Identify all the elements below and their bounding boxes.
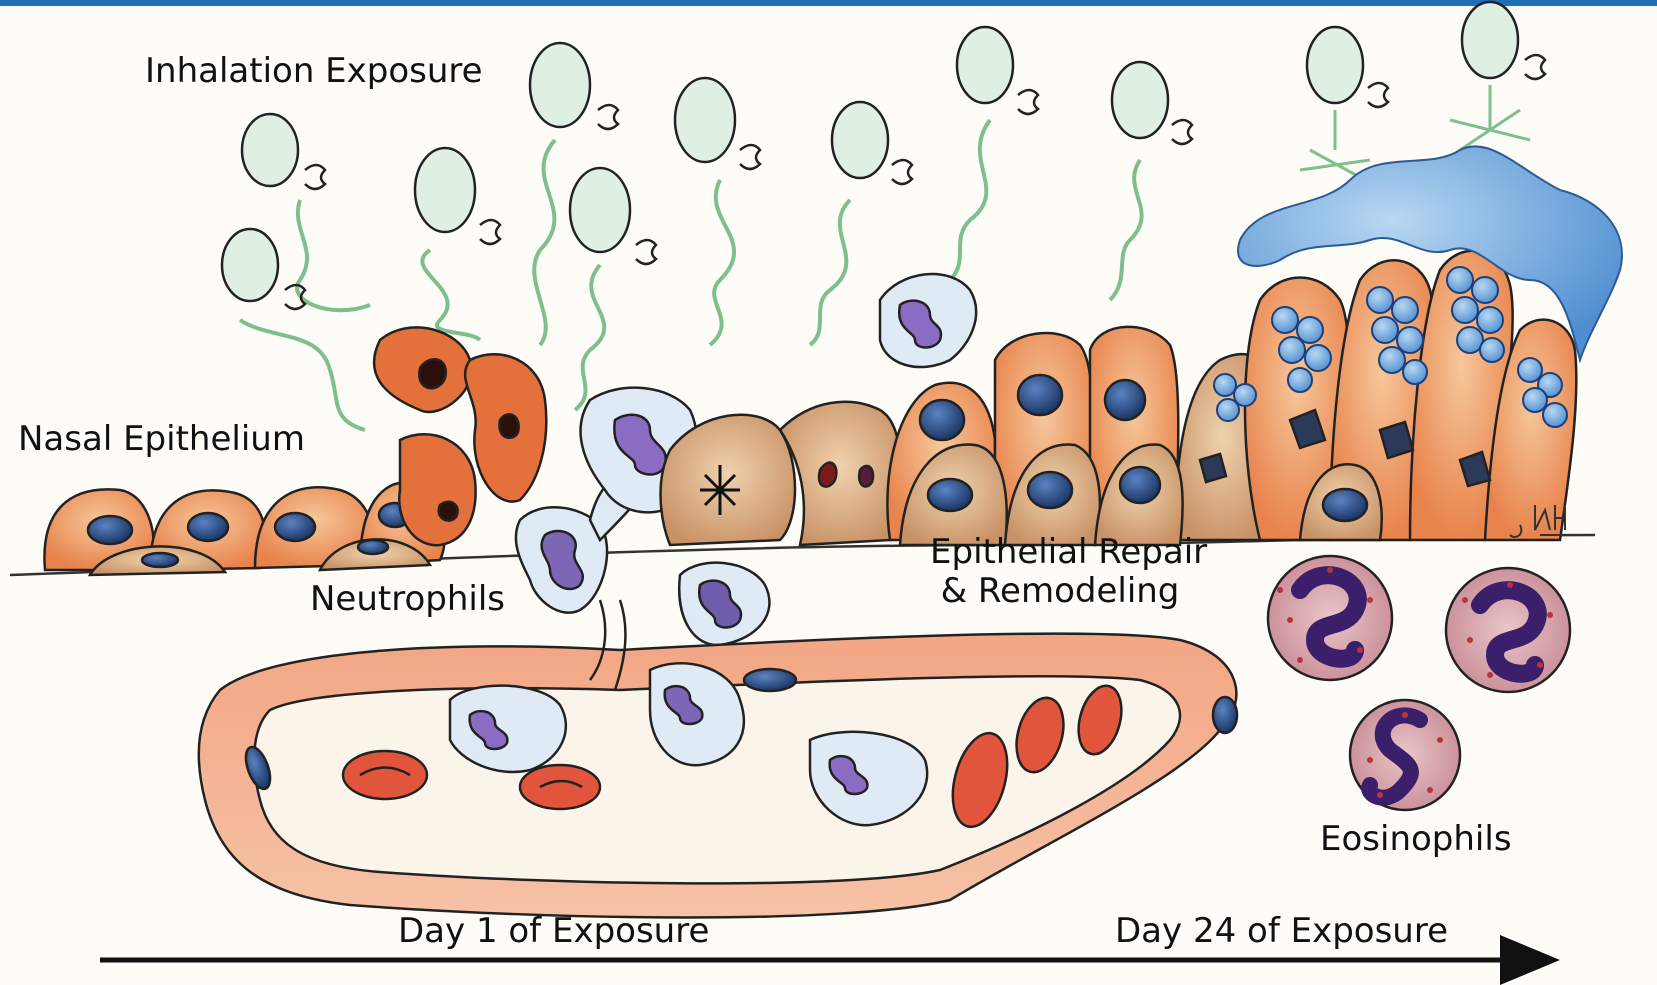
ozone-molecule-11	[1450, 2, 1530, 150]
label-day-24: Day 24 of Exposure	[1115, 912, 1448, 951]
label-day-1: Day 1 of Exposure	[398, 912, 709, 951]
goblet-cells	[1200, 251, 1576, 540]
epithelium-layer	[10, 146, 1622, 645]
ozone-molecule-5	[570, 168, 630, 410]
eosinophils	[1268, 556, 1570, 810]
ozone-molecule-6	[675, 78, 735, 345]
ozone-molecule-10	[1300, 27, 1370, 180]
left-epithelial-cells	[44, 482, 444, 575]
necrotic-cells	[374, 327, 546, 545]
label-nasal-epithelium: Nasal Epithelium	[18, 420, 305, 459]
ozone-molecule-3	[415, 148, 480, 340]
neutrophil-top	[880, 274, 976, 367]
ozone-molecule-8	[950, 27, 1013, 280]
label-epithelial-repair: Epithelial Repair & Remodeling	[930, 533, 1190, 611]
ozone-molecule-2	[222, 229, 365, 430]
blood-vessel	[199, 600, 1237, 918]
ozone-molecule-9	[1110, 62, 1168, 300]
label-neutrophils: Neutrophils	[310, 580, 505, 619]
label-eosinophils: Eosinophils	[1320, 820, 1512, 859]
label-inhalation-exposure: Inhalation Exposure	[145, 52, 483, 91]
eosinophil-1	[1268, 556, 1392, 680]
label-epithelial-repair-line2: & Remodeling	[930, 572, 1190, 611]
label-epithelial-repair-line1: Epithelial Repair	[930, 533, 1190, 572]
ozone-molecule-7	[810, 102, 888, 345]
repairing-cells	[661, 402, 901, 545]
